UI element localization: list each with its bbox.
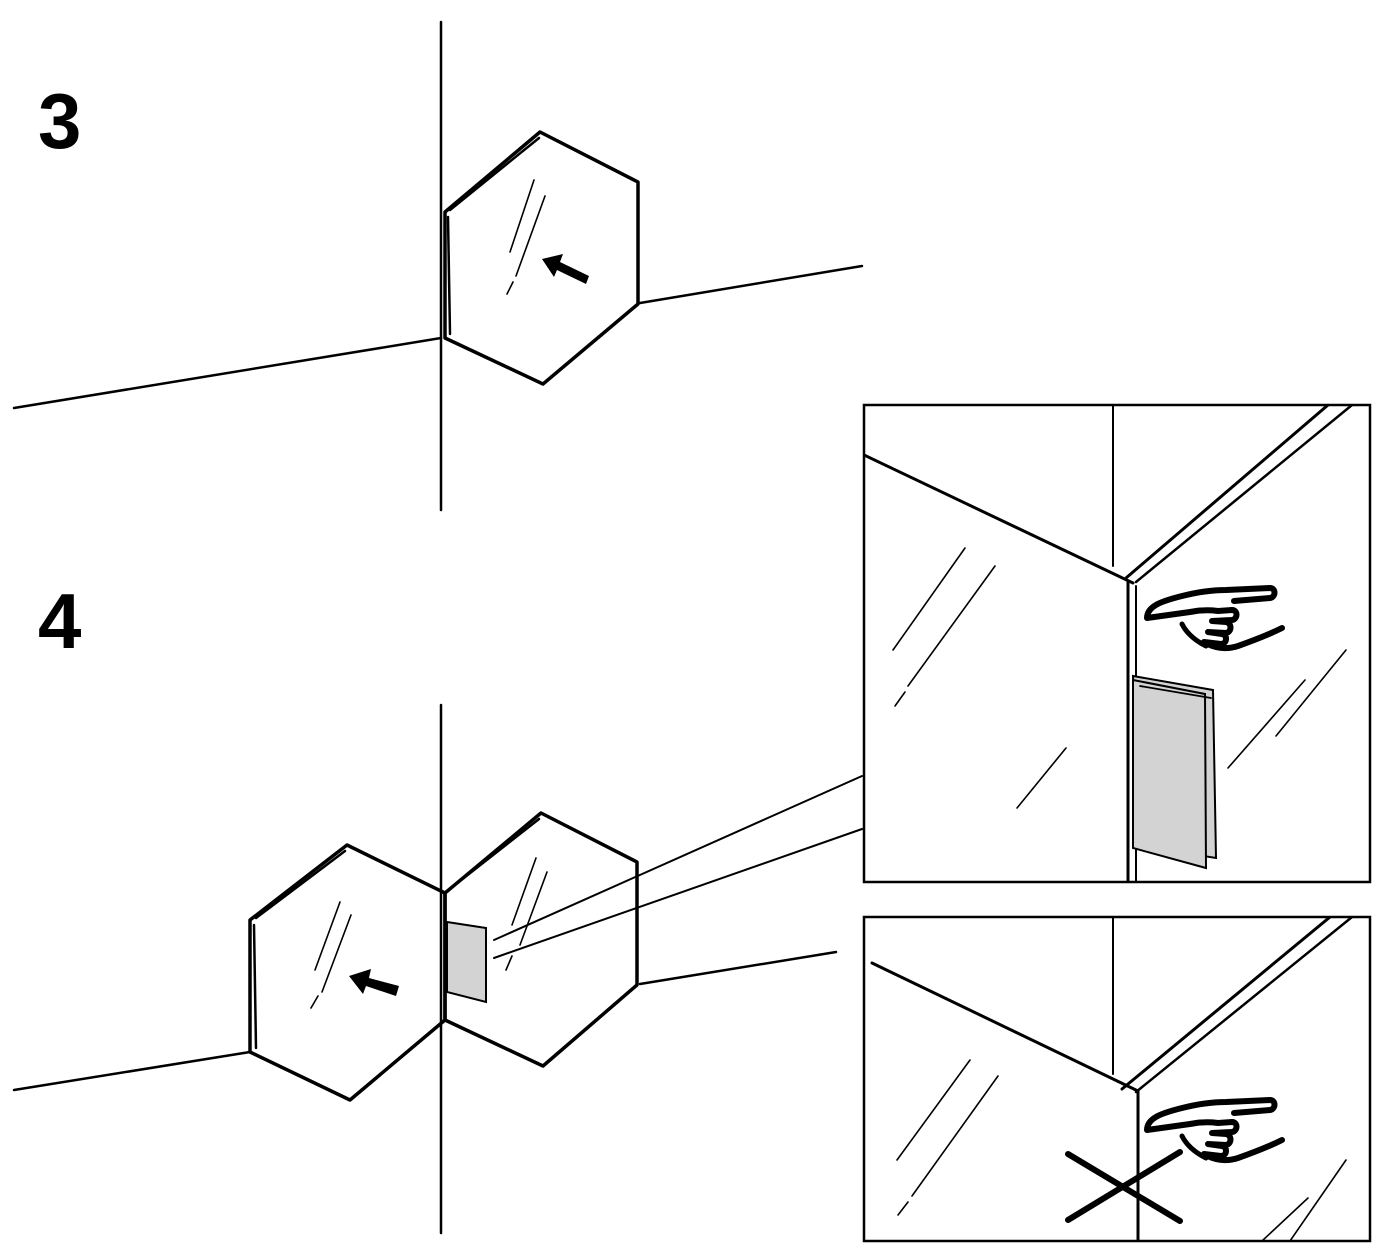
step-3-number: 3: [38, 77, 81, 165]
adhesive-pad: [446, 920, 487, 1004]
detail-panel-correct: [862, 403, 1372, 884]
wall-right-floor-line: [638, 264, 864, 305]
callout-line-bottom: [493, 828, 863, 959]
x-mark-icon: [1065, 1149, 1183, 1224]
hexagon-mirror-left: [248, 843, 447, 1102]
arrow-icon: [542, 254, 589, 284]
wall-left-floor-line-step-4: [12, 1050, 252, 1092]
step-3-illustration: [12, 20, 864, 512]
callout-line-top: [493, 775, 863, 941]
hexagon-mirror-step-3: [443, 130, 640, 386]
step-4-number: 4: [38, 577, 81, 665]
detail-panel-incorrect: [862, 915, 1372, 1243]
wall-left-floor-line: [12, 336, 443, 410]
arrow-icon: [349, 969, 399, 996]
step-4-illustration: [12, 703, 863, 1235]
wall-right-floor-line-step-4: [638, 950, 838, 986]
